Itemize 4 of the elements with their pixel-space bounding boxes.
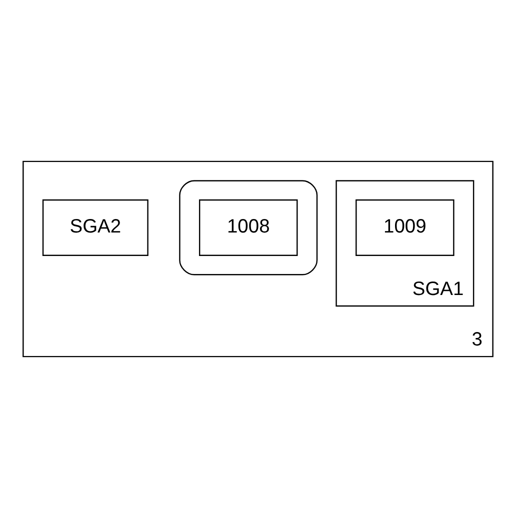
node-box: 1009 (356, 198, 454, 256)
node-box: SGA2 (42, 198, 148, 256)
node-box: 1008 (198, 198, 298, 256)
cluster (179, 180, 318, 275)
